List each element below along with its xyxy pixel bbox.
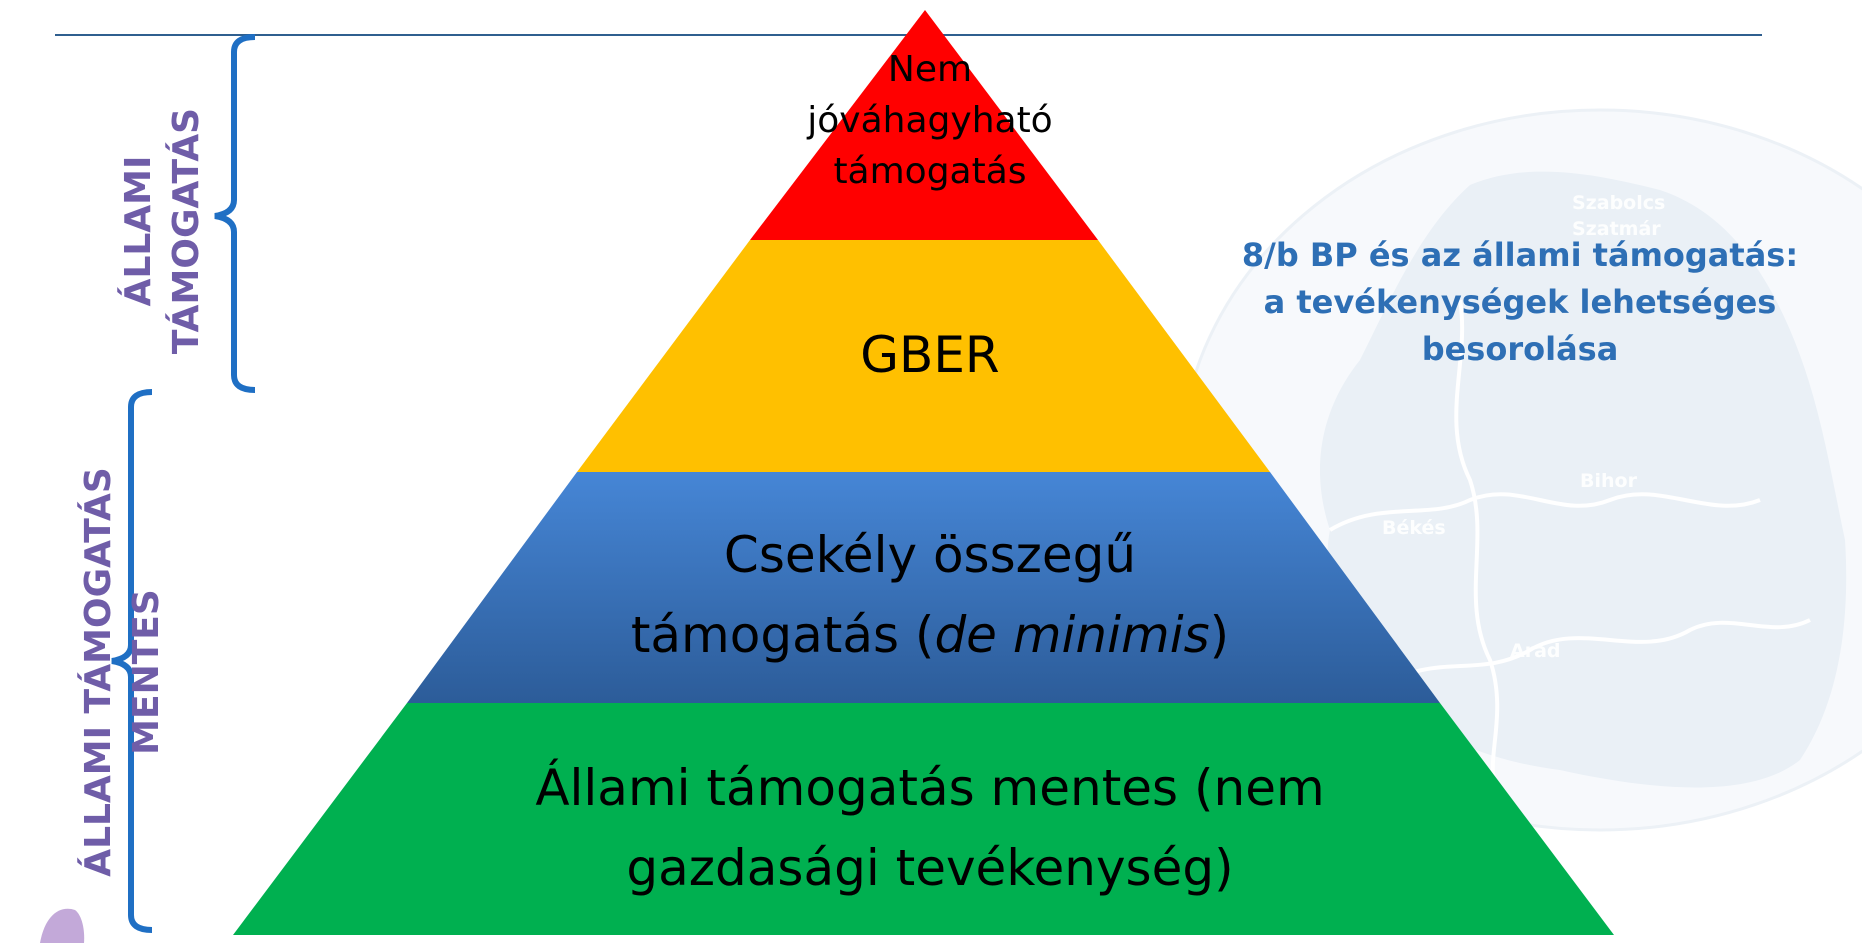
side-label-state-aid-line-1: ÁLLAMI bbox=[118, 155, 159, 307]
heading-line-3: besorolása bbox=[1421, 330, 1619, 368]
bracket-state-aid bbox=[214, 34, 256, 393]
de-minimis-italic: de minimis bbox=[934, 606, 1210, 664]
side-label-exempt-line-1: ÁLLAMI TÁMOGATÁS bbox=[78, 467, 119, 877]
tier-de-minimis-line-1: Csekély összegű bbox=[723, 526, 1137, 584]
side-label-exempt-line-2: MENTES bbox=[126, 589, 167, 755]
corner-decoration bbox=[40, 908, 85, 943]
tier-label-de-minimis: Csekély összegű támogatás (de minimis) bbox=[480, 515, 1380, 675]
heading-line-1: 8/b BP és az állami támogatás: bbox=[1241, 236, 1799, 274]
bracket-exempt bbox=[111, 389, 153, 933]
tier-exempt-line-1: Állami támogatás mentes (nem bbox=[535, 759, 1325, 817]
map-label-arad: Arad bbox=[1510, 640, 1561, 662]
side-label-state-aid: ÁLLAMI TÁMOGATÁS bbox=[115, 81, 225, 381]
tier-label-not-approvable: Nem jóváhagyható támogatás bbox=[690, 44, 1170, 197]
map-label-szatmar: Szatmár bbox=[1572, 218, 1661, 240]
side-label-exempt: ÁLLAMI TÁMOGATÁS MENTES bbox=[75, 392, 185, 952]
de-minimis-suffix: ) bbox=[1209, 606, 1230, 664]
de-minimis-prefix: támogatás ( bbox=[630, 606, 935, 664]
pyramid-tier-gber bbox=[577, 240, 1270, 472]
tier-label-exempt: Állami támogatás mentes (nem gazdasági t… bbox=[380, 748, 1480, 908]
tier-top-line-2: jóváhagyható bbox=[807, 100, 1053, 141]
side-label-state-aid-line-2: TÁMOGATÁS bbox=[166, 107, 207, 355]
heading-line-2: a tevékenységek lehetséges bbox=[1263, 283, 1777, 321]
slide-heading: 8/b BP és az állami támogatás: a tevéken… bbox=[1210, 232, 1830, 373]
tier-top-line-1: Nem bbox=[887, 49, 973, 90]
pyramid-tier-de-minimis bbox=[407, 472, 1440, 703]
map-label-bekes: Békés bbox=[1382, 517, 1446, 539]
tier-exempt-line-2: gazdasági tevékenység) bbox=[626, 839, 1234, 897]
map-label-bihor: Bihor bbox=[1580, 470, 1637, 492]
map-label-szabolcs: Szabolcs bbox=[1572, 192, 1666, 214]
tier-top-line-3: támogatás bbox=[833, 151, 1027, 192]
pyramid-tier-exempt bbox=[233, 703, 1614, 935]
pyramid-tier-not-approvable bbox=[750, 10, 1098, 240]
tier-label-gber: GBER bbox=[860, 326, 1000, 384]
tier-de-minimis-line-2: támogatás (de minimis) bbox=[480, 595, 1380, 675]
